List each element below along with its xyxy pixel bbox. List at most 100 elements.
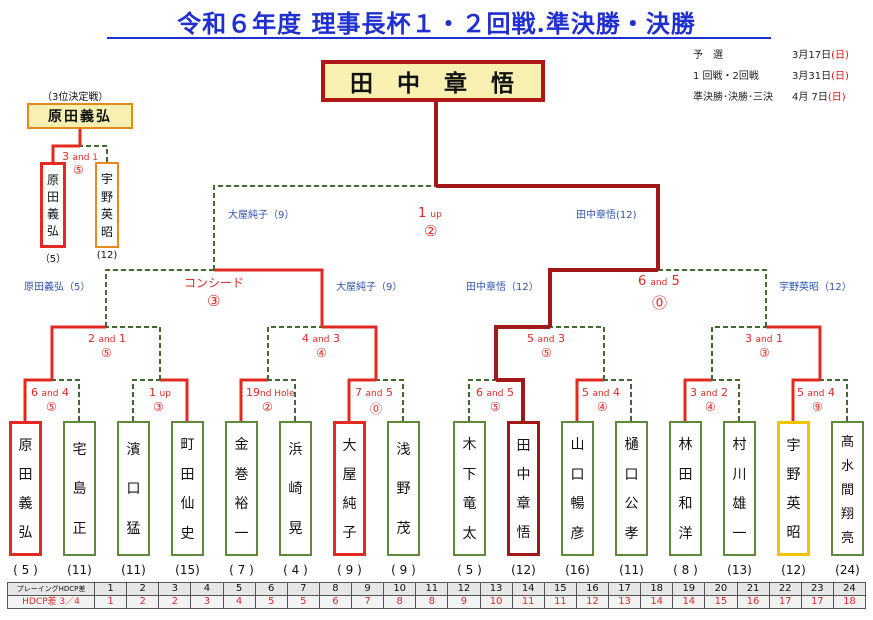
semi-right-score: 6 and 5 (638, 274, 680, 289)
third-place-holes: ⑤ (73, 163, 84, 177)
hdcp-cell: 8 (318, 582, 353, 596)
player-hc: ( 9 ) (391, 563, 416, 577)
hdcp-cell: 6 (318, 595, 353, 609)
third-place-caption: （3位決定戦） (42, 92, 109, 103)
hdcp-cell: 12 (447, 582, 481, 596)
bracket-line-winner (548, 268, 658, 327)
hdcp-cell: 20 (704, 582, 738, 596)
round1-holes: ③ (153, 400, 164, 414)
bracket-line-winner (766, 325, 822, 380)
hdcp-cell: 10 (479, 595, 513, 609)
round1-score: 1 up (149, 386, 171, 399)
hdcp-cell: 11 (543, 595, 577, 609)
round1-score: 19nd Hole (246, 386, 295, 399)
semi-right-holes: ⓪ (652, 294, 668, 312)
round1-score: 5 and 4 (797, 386, 835, 399)
hdcp-cell: 1 (93, 595, 128, 609)
round1-holes: ⑤ (46, 400, 57, 414)
semi-name: 田中章悟（12） (466, 282, 539, 293)
round1-score: 7 and 5 (355, 386, 393, 399)
champion-char: 悟 (491, 71, 516, 97)
hdcp-cell: 2 (126, 595, 160, 609)
player-hc: (12) (781, 563, 806, 577)
player-box: 浅野茂 (387, 421, 420, 556)
player-box: 林田和洋 (669, 421, 702, 556)
round2-holes: ③ (759, 346, 770, 360)
bracket-line-loser (106, 326, 161, 380)
bracket-line-loser (468, 379, 496, 421)
bracket-line-winner (160, 378, 189, 421)
hdcp-cell: 13 (479, 582, 513, 596)
semi-name: 原田義弘（5） (24, 282, 91, 293)
bracket-line-loser (267, 326, 322, 380)
player-box: 宅島正 (63, 421, 96, 556)
third-place-player-box: 宇野英昭 (95, 162, 119, 248)
champion-char: 田 (350, 71, 375, 97)
round1-holes: ⑤ (490, 400, 501, 414)
player-hc: ( 7 ) (229, 563, 254, 577)
bracket-line-loser (132, 379, 160, 421)
hdcp-cell: 14 (640, 595, 674, 609)
player-hc: (11) (121, 563, 146, 577)
player-hc: ( 5 ) (13, 563, 38, 577)
hdcp-cell: 13 (607, 595, 642, 609)
hdcp-cell: 1 (93, 582, 128, 596)
hdcp-table: プレーイングHDCP差 1 2 3 4 5 6 7 8 9 10 11 12 1… (7, 582, 867, 609)
bracket-line-loser (376, 379, 404, 421)
hdcp-cell: 16 (736, 595, 770, 609)
bracket-line-loser (550, 326, 605, 380)
bracket-line-winner (51, 144, 80, 162)
hdcp-cell: 16 (575, 582, 610, 596)
hdcp-row-playing: プレーイングHDCP差 1 2 3 4 5 6 7 8 9 10 11 12 1… (7, 582, 867, 596)
hdcp-cell: 15 (704, 595, 738, 609)
schedule-date: 4月 7日(日) (792, 92, 846, 103)
hdcp-cell: 11 (511, 595, 545, 609)
hdcp-cell: 14 (672, 595, 706, 609)
hdcp-cell: 8 (415, 595, 449, 609)
third-place-player-box: 原田義弘 (40, 162, 66, 248)
hdcp-cell: 7 (286, 582, 320, 596)
hdcp-cell: 9 (350, 582, 385, 596)
player-box: 田中章悟 (507, 421, 540, 556)
round1-score: 5 and 4 (582, 386, 620, 399)
bracket-line-winner (347, 378, 376, 421)
hdcp-cell: 2 (158, 595, 192, 609)
round1-score: 3 and 2 (690, 386, 728, 399)
bracket-line-loser (80, 145, 108, 162)
player-box: 原田義弘 (9, 421, 42, 556)
hdcp-cell: 17 (607, 582, 642, 596)
hdcp-cell: 6 (254, 582, 288, 596)
hdcp-cell: 22 (768, 582, 802, 596)
hdcp-cell: 23 (800, 582, 834, 596)
third-place-hc: (12) (96, 250, 118, 261)
champion-box: 田 中 章 悟 (321, 60, 545, 102)
round2-score: 4 and 3 (302, 332, 340, 345)
player-box: 濱口猛 (117, 421, 150, 556)
schedule-row: 1 回戦・2回戦 (693, 71, 759, 82)
hdcp-cell: 14 (511, 582, 545, 596)
player-box: 木下竜太 (453, 421, 486, 556)
semi-name: 宇野英昭（12） (779, 282, 852, 293)
third-place-score: 3 and 1 (62, 150, 99, 163)
bracket-line-winner (436, 184, 660, 270)
final-holes: ② (424, 222, 438, 240)
hdcp-row-label: HDCP差 3／4 (7, 595, 95, 609)
hdcp-cell: 18 (640, 582, 674, 596)
player-box: 大屋純子 (333, 421, 366, 556)
round1-holes: ② (262, 400, 273, 414)
hdcp-cell: 3 (190, 595, 224, 609)
bracket-line-winner (214, 268, 324, 327)
bracket-line-loser (52, 379, 80, 421)
bracket-line-loser (712, 379, 740, 421)
bracket-line-winner (575, 378, 604, 421)
hdcp-cell: 24 (832, 582, 867, 596)
round2-holes: ⑤ (541, 346, 552, 360)
hdcp-cell: 17 (800, 595, 834, 609)
player-hc: (24) (835, 563, 860, 577)
hdcp-row-three-quarter: HDCP差 3／4 1 2 2 3 4 5 5 6 7 8 8 9 10 11 … (7, 595, 867, 609)
bracket-line-loser (711, 326, 766, 380)
player-hc: (15) (175, 563, 200, 577)
hdcp-cell: 12 (575, 595, 610, 609)
player-box: 宇野英昭 (777, 421, 810, 556)
round1-score: 6 and 5 (476, 386, 514, 399)
